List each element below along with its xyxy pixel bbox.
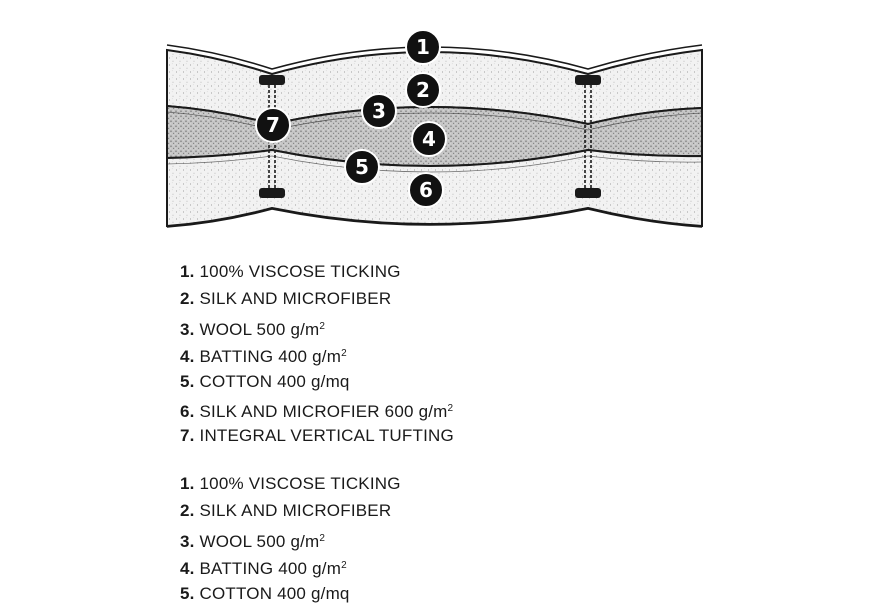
legend-item-number: 2	[180, 501, 190, 521]
legend-item-label: WOOL 500 g/m	[199, 319, 320, 339]
legend-item: 4. BATTING 400 g/m2	[180, 559, 347, 579]
badge-3: 3	[361, 93, 397, 129]
legend-item-number: 1	[180, 474, 190, 493]
legend-item-number: 4	[180, 559, 190, 579]
legend-item-number: 2	[180, 289, 190, 309]
legend-item: 3. WOOL 500 g/m2	[180, 319, 326, 339]
legend-item-label: SILK AND MICROFIBER	[199, 289, 392, 309]
ticking-outline	[166, 44, 703, 228]
legend-item: 6. SILK AND MICROFIER 600 g/m2	[180, 401, 454, 421]
legend-item: 5. COTTON 400 g/mq	[180, 583, 350, 603]
svg-text:3: 3	[372, 99, 386, 123]
legend-item-unit-exponent: 2	[319, 532, 326, 544]
legend-item-label: SILK AND MICROFIBER	[199, 501, 392, 521]
badge-4: 4	[411, 121, 447, 157]
legend-item-number: 7	[180, 426, 190, 446]
legend-item-number: 5	[180, 371, 190, 391]
legend-item-label: BATTING 400 g/m	[199, 559, 342, 579]
legend-item-number: 6	[180, 401, 190, 421]
layer-legend-repeat: 1. 100% VISCOSE TICKING 2. SILK AND MICRO…	[180, 470, 401, 607]
legend-item: 5. COTTON 400 g/mq	[180, 371, 350, 391]
legend-item-label: SILK AND MICROFIER 600 g/m	[199, 401, 448, 421]
legend-item-label: 100% VISCOSE TICKING	[199, 262, 401, 281]
legend-item-label: INTEGRAL VERTICAL TUFTING	[199, 426, 454, 446]
legend-item: 1. 100% VISCOSE TICKING	[180, 474, 401, 493]
legend-item: 2. SILK AND MICROFIBER	[180, 289, 392, 309]
svg-text:7: 7	[266, 113, 280, 137]
svg-text:5: 5	[355, 155, 369, 179]
badge-7: 7	[255, 107, 291, 143]
legend-item-label: COTTON 400 g/mq	[199, 583, 350, 603]
badge-6: 6	[408, 172, 444, 208]
legend-item-label: WOOL 500 g/m	[199, 531, 320, 551]
badge-5: 5	[344, 149, 380, 185]
legend-item: 4. BATTING 400 g/m2	[180, 347, 347, 367]
badge-1: 1	[405, 29, 441, 65]
legend-item-unit-exponent: 2	[319, 320, 326, 332]
legend-item: 7. INTEGRAL VERTICAL TUFTING	[180, 426, 454, 446]
legend-item-number: 3	[180, 531, 190, 551]
svg-text:6: 6	[419, 178, 433, 202]
legend-item-number: 5	[180, 583, 190, 603]
legend-item-number: 1	[180, 262, 190, 281]
legend-item-label: BATTING 400 g/m	[199, 347, 342, 367]
svg-text:2: 2	[416, 78, 430, 102]
layer-legend: 1. 100% VISCOSE TICKING 2. SILK AND MICRO…	[180, 258, 454, 450]
legend-item-label: 100% VISCOSE TICKING	[199, 474, 401, 493]
legend-item: 2. SILK AND MICROFIBER	[180, 501, 392, 521]
legend-item-label: COTTON 400 g/mq	[199, 371, 350, 391]
legend-item-number: 4	[180, 347, 190, 367]
legend-item-unit-exponent: 2	[341, 348, 347, 360]
legend-item-number: 3	[180, 319, 190, 339]
legend-item: 1. 100% VISCOSE TICKING	[180, 262, 401, 281]
tufting-right	[575, 75, 601, 198]
badge-2: 2	[405, 72, 441, 108]
svg-text:1: 1	[416, 35, 430, 59]
legend-item-unit-exponent: 2	[341, 560, 347, 572]
mattress-cross-section-diagram: 1 2 3 4 5 6 7	[166, 29, 703, 228]
legend-item-unit-exponent: 2	[447, 402, 454, 414]
legend-item: 3. WOOL 500 g/m2	[180, 531, 326, 551]
svg-text:4: 4	[422, 127, 436, 151]
